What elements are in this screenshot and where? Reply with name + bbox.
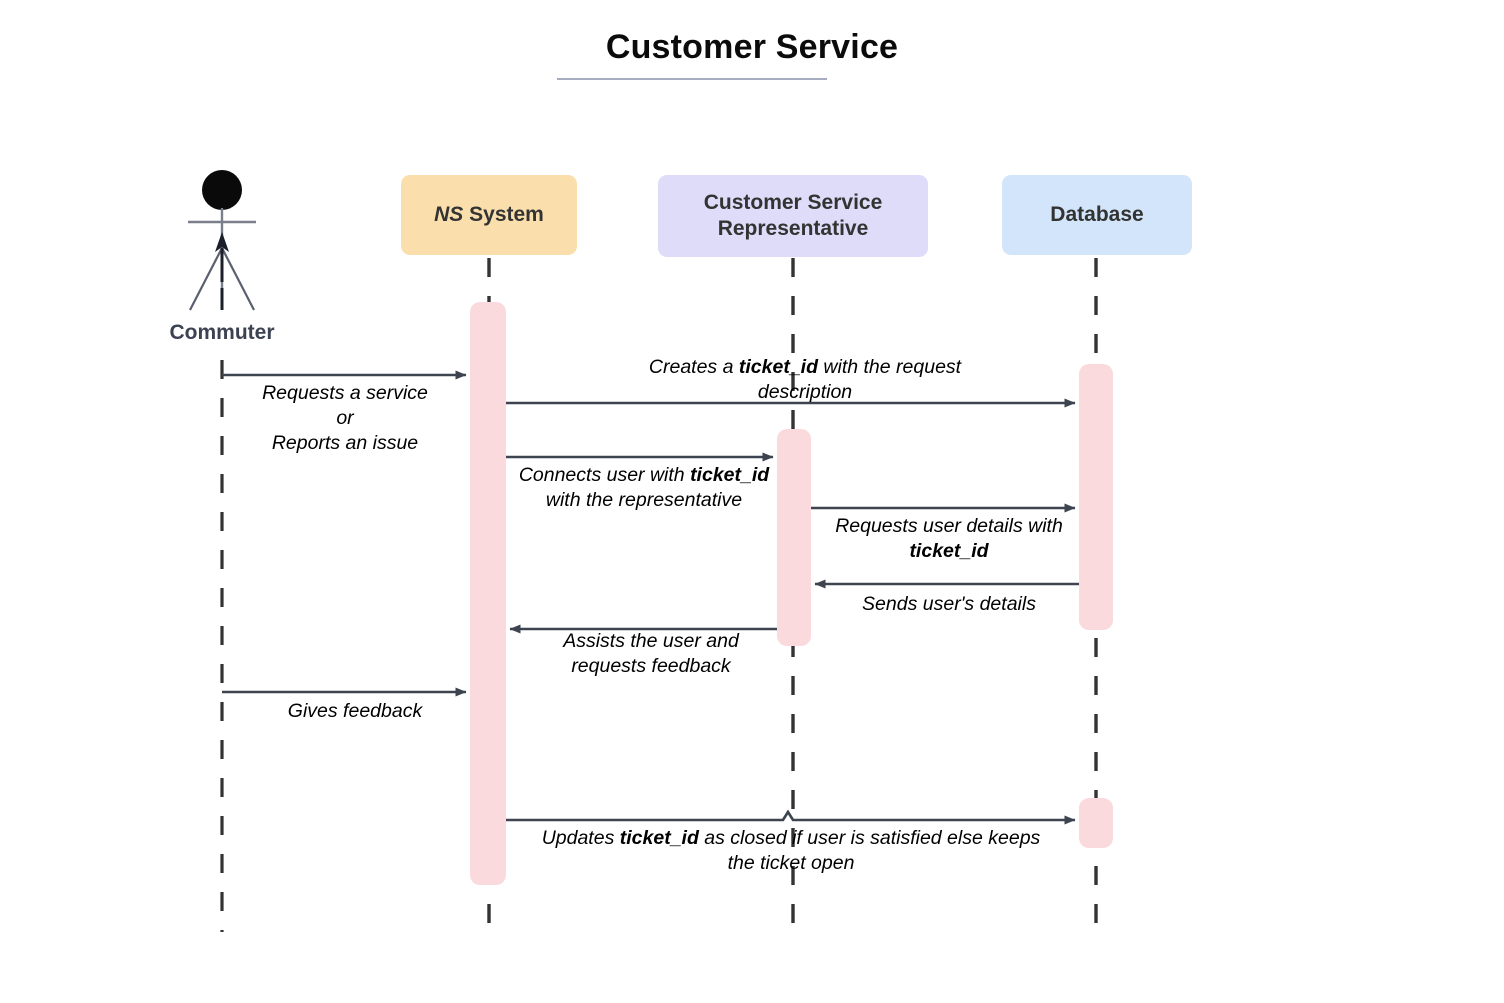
activation-bars: [470, 302, 1113, 885]
page-title: Customer Service: [605, 28, 899, 66]
activation-bar-database-1: [1079, 364, 1113, 630]
activation-bar-database-2: [1079, 798, 1113, 848]
title-underline-rule: [557, 78, 827, 80]
activation-bar-ns-system: [470, 302, 506, 885]
actor-commuter-icon: [188, 170, 256, 311]
message-arrow-8: [506, 809, 1076, 825]
message-label-5: Sends user's details: [862, 593, 1036, 615]
participant-label-commuter: Commuter: [169, 321, 275, 344]
message-label-7: Gives feedback: [287, 700, 423, 722]
participant-label-database: Database: [1050, 202, 1144, 226]
message-arrows: [222, 370, 1079, 825]
message-label-8: Updates ticket_id as closed if user is s…: [541, 827, 1041, 874]
participant-box-database[interactable]: Database: [1002, 175, 1192, 255]
participant-box-ns-system[interactable]: NS System: [401, 175, 577, 255]
participant-label-ns-system: NS System: [434, 202, 544, 226]
csr-label-line-2: Representative: [717, 217, 869, 240]
csr-label-line-1: Customer Service: [703, 190, 883, 214]
activation-bar-csr: [777, 429, 811, 646]
